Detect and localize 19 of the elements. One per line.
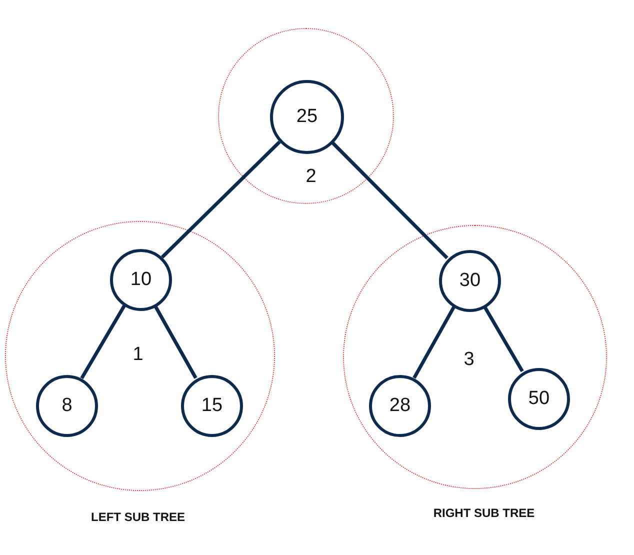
subtree-outline [218,28,394,204]
subtree-number: 2 [306,166,316,188]
subtree-number: 1 [132,344,144,366]
tree-node-circle: 25 [270,80,344,154]
tree-node-circle: 50 [508,368,570,430]
subtree-caption: LEFT SUB TREE [91,510,185,524]
tree-node-circle: 8 [36,375,98,437]
tree-node-circle: 15 [181,375,243,437]
tree-edge [154,305,198,379]
tree-node-circle: 28 [369,375,431,437]
tree-edge [330,141,448,260]
tree-edge [412,306,456,379]
subtree-number: 3 [464,349,474,371]
tree-edge [80,304,126,380]
tree-node-circle: 30 [439,250,501,312]
tree-edge [160,140,281,259]
subtree-caption: RIGHT SUB TREE [433,506,535,520]
tree-node-circle: 10 [110,249,172,311]
tree-edge [483,306,524,372]
